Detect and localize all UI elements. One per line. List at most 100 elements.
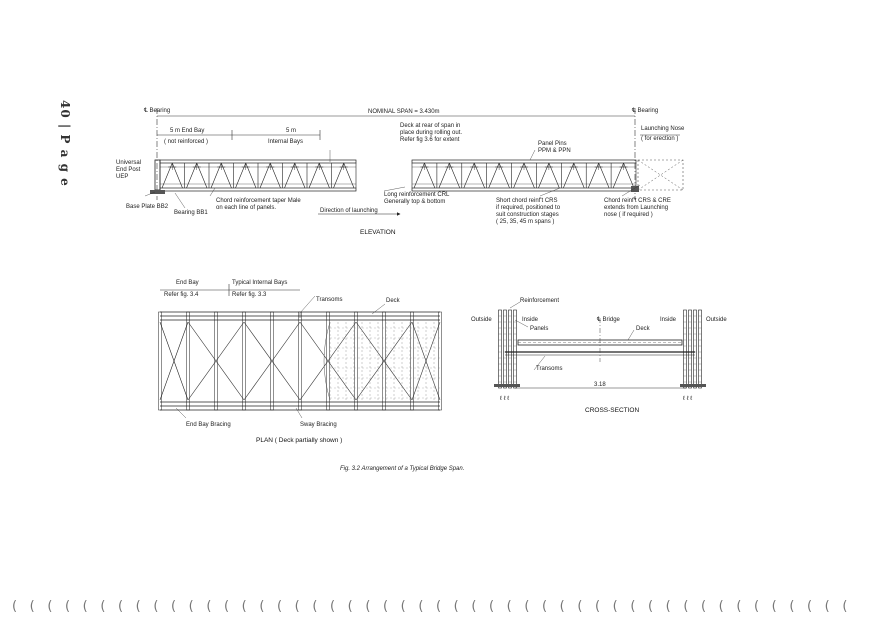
xsec-base-left: ℓ ℓ ℓ [500, 395, 509, 402]
binder-ring-icon: ( [612, 599, 618, 614]
xsec-outside-right: Outside [706, 317, 727, 323]
xsec-reinforcement-label: Reinforcement [520, 298, 559, 304]
binder-ring-icon: ( [559, 599, 565, 614]
page-number: 40 | P a g e [58, 100, 72, 187]
direction-launching-label: Direction of launching [320, 208, 378, 214]
launching-nose-label: Launching Nose [641, 126, 685, 132]
binder-ring-icon: ( [595, 599, 601, 614]
elevation-truss-right [411, 159, 637, 192]
binder-ring-icon: ( [736, 599, 742, 614]
bearing-right-label: ℄ Bearing [631, 108, 658, 114]
elevation-truss-left [159, 159, 357, 192]
binder-ring-icon: ( [224, 599, 230, 614]
xsec-base-right: ℓ ℓ ℓ [683, 395, 692, 402]
xsec-inside-right: Inside [660, 317, 677, 323]
binder-ring-icon: ( [701, 599, 707, 614]
binder-ring-icon: ( [100, 599, 106, 614]
plan-end-bay-label: End Bay [176, 280, 199, 286]
binder-ring-icon: ( [277, 599, 283, 614]
elevation-view: ℄ Bearing ℄ Bearing NOMINAL SPAN = 3.430… [116, 108, 685, 236]
plan-refer-34: Refer fig. 3.4 [164, 292, 199, 298]
binder-ring-icon: ( [171, 599, 177, 614]
plan-refer-33: Refer fig. 3.3 [232, 292, 267, 298]
binder-ring-icon: ( [436, 599, 442, 614]
plan-transoms-label: Transoms [316, 297, 342, 303]
nominal-span-label: NOMINAL SPAN = 3.430m [368, 109, 440, 115]
plan-view: End Bay Refer fig. 3.4 Typical Internal … [158, 280, 442, 444]
binder-ring-icon: ( [771, 599, 777, 614]
end-bay-bracing-label: End Bay Bracing [186, 422, 231, 428]
xsec-outside-left: Outside [471, 317, 492, 323]
binder-ring-icon: ( [118, 599, 124, 614]
base-plate-label: Base Plate BB2 [126, 204, 169, 210]
binder-ring-icon: ( [789, 599, 795, 614]
xsec-inside-left: Inside [522, 317, 539, 323]
binder-ring-icon: ( [471, 599, 477, 614]
plan-truss [158, 311, 442, 411]
binder-ring-icon: ( [365, 599, 371, 614]
binder-ring-icon: ( [683, 599, 689, 614]
not-reinforced-label: ( not reinforced ) [164, 139, 208, 145]
binder-ring-icon: ( [206, 599, 212, 614]
binder-ring-icon: ( [294, 599, 300, 614]
cross-section-view: Reinforcement Outside Inside Panels ℄ Br… [471, 298, 727, 414]
binder-ring-icon: ( [542, 599, 548, 614]
binder-ring-icon: ( [330, 599, 336, 614]
binder-ring-icon: ( [648, 599, 654, 614]
binder-ring-icon: ( [400, 599, 406, 614]
binder-ring-icon: ( [754, 599, 760, 614]
binder-ring-icon: ( [29, 599, 35, 614]
internal-bays-label: Internal Bays [268, 139, 303, 145]
for-erection-label: ( for erection ) [641, 136, 678, 142]
binder-ring-icon: ( [630, 599, 636, 614]
binder-ring-icon: ( [524, 599, 530, 614]
internal-dim: 5 m [286, 128, 296, 134]
binder-ring-icon: ( [259, 599, 265, 614]
bearing-bb1-label: Bearing BB1 [174, 210, 208, 216]
figure-caption: Fig. 3.2 Arrangement of a Typical Bridge… [340, 466, 464, 472]
binder-ring-icon: ( [665, 599, 671, 614]
binder-ring-icon: ( [577, 599, 583, 614]
xsec-width-label: 3.18 [594, 382, 606, 388]
plan-title: PLAN ( Deck partially shown ) [256, 437, 342, 444]
binder-ring-icon: ( [65, 599, 71, 614]
binder-ring-icon: ( [82, 599, 88, 614]
binder-ring-icon: ( [188, 599, 194, 614]
launching-nose [637, 159, 684, 191]
xsec-deck-label: Deck [636, 326, 651, 332]
binder-ring-icon: ( [383, 599, 389, 614]
elevation-title: ELEVATION [360, 229, 396, 236]
bearing-left-label: ℄ Bearing [143, 108, 170, 114]
binder-ring-icon: ( [453, 599, 459, 614]
binder-ring-icon: ( [824, 599, 830, 614]
binder-ring-icon: ( [241, 599, 247, 614]
binder-ring-icon: ( [347, 599, 353, 614]
binder-ring-icon: ( [718, 599, 724, 614]
xsec-panels-label: Panels [530, 326, 548, 332]
end-bay-dim: 5 m End Bay [170, 128, 204, 134]
binder-ring-icon: ( [489, 599, 495, 614]
sway-bracing-label: Sway Bracing [300, 422, 337, 428]
xsec-transoms-label: Transoms [536, 366, 562, 372]
binder-ring-icon: ( [842, 599, 848, 614]
binder-ring-icon: ( [418, 599, 424, 614]
cross-section-title: CROSS-SECTION [585, 407, 639, 414]
binder-ring-icon: ( [12, 599, 18, 614]
binder-ring-icon: ( [312, 599, 318, 614]
xsec-bridge-cl-label: ℄ Bridge [596, 317, 621, 323]
plan-deck-label: Deck [386, 298, 401, 304]
cross-section-panels [494, 309, 706, 389]
right-bearing [631, 186, 639, 192]
binder-ring-icon: ( [153, 599, 159, 614]
binder-ring-icon: ( [807, 599, 813, 614]
binder-ring-icon: ( [47, 599, 53, 614]
binder-ring-icon: ( [135, 599, 141, 614]
